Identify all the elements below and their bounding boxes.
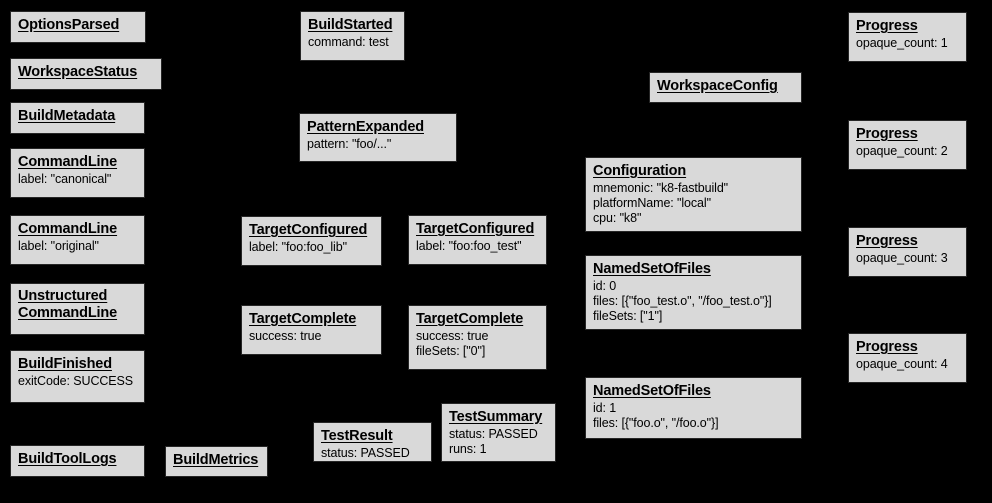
node-fields: opaque_count: 4 bbox=[856, 357, 960, 372]
node-progress-1[interactable]: Progress opaque_count: 1 bbox=[848, 12, 967, 62]
node-target-configured-lib[interactable]: TargetConfigured label: "foo:foo_lib" bbox=[241, 216, 382, 266]
node-configuration[interactable]: Configuration mnemonic: "k8-fastbuild"pla… bbox=[585, 157, 802, 232]
node-field: label: "foo:foo_lib" bbox=[249, 240, 347, 255]
node-field: opaque_count: 1 bbox=[856, 36, 948, 51]
node-unstructured-command-line[interactable]: Unstructured CommandLine bbox=[10, 283, 145, 335]
node-field: opaque_count: 2 bbox=[856, 144, 948, 159]
node-progress-2[interactable]: Progress opaque_count: 2 bbox=[848, 120, 967, 170]
node-title: Progress bbox=[856, 233, 918, 249]
node-build-started[interactable]: BuildStarted command: test bbox=[300, 11, 405, 61]
node-field: files: [{"foo.o", "/foo.o"}] bbox=[593, 415, 719, 430]
node-field: status: PASSED bbox=[449, 427, 538, 442]
node-title: NamedSetOfFiles bbox=[593, 383, 711, 399]
node-fields: pattern: "foo/..." bbox=[307, 137, 450, 152]
node-command-line-canonical[interactable]: CommandLine label: "canonical" bbox=[10, 148, 145, 198]
node-build-metrics[interactable]: BuildMetrics bbox=[165, 446, 268, 477]
node-title: BuildToolLogs bbox=[18, 451, 117, 467]
node-title: Progress bbox=[856, 339, 918, 355]
node-options-parsed[interactable]: OptionsParsed bbox=[10, 11, 146, 43]
node-title: Configuration bbox=[593, 163, 687, 179]
node-field: fileSets: ["0"] bbox=[416, 343, 486, 358]
node-fields: label: "foo:foo_test" bbox=[416, 239, 540, 254]
node-command-line-original[interactable]: CommandLine label: "original" bbox=[10, 215, 145, 265]
node-title: TestResult bbox=[321, 428, 393, 444]
node-field: opaque_count: 3 bbox=[856, 251, 948, 266]
node-field: files: [{"foo_test.o", "/foo_test.o"}] bbox=[593, 293, 772, 308]
node-target-complete-lib[interactable]: TargetComplete success: true bbox=[241, 305, 382, 355]
node-title: OptionsParsed bbox=[18, 17, 120, 33]
node-workspace-status[interactable]: WorkspaceStatus bbox=[10, 58, 162, 90]
node-pattern-expanded[interactable]: PatternExpanded pattern: "foo/..." bbox=[299, 113, 457, 162]
node-field: success: true bbox=[249, 329, 322, 344]
node-title: WorkspaceStatus bbox=[18, 64, 138, 80]
node-fields: success: true bbox=[249, 329, 375, 344]
node-field: id: 1 bbox=[593, 401, 617, 416]
node-title: CommandLine bbox=[18, 221, 118, 237]
node-build-tool-logs[interactable]: BuildToolLogs bbox=[10, 445, 145, 477]
node-title: CommandLine bbox=[18, 154, 118, 170]
node-target-configured-test[interactable]: TargetConfigured label: "foo:foo_test" bbox=[408, 215, 547, 265]
node-title: Progress bbox=[856, 18, 918, 34]
node-title: TestSummary bbox=[449, 409, 543, 425]
node-field: label: "original" bbox=[18, 239, 99, 254]
node-title: Unstructured CommandLine bbox=[18, 288, 118, 322]
node-title: NamedSetOfFiles bbox=[593, 261, 711, 277]
node-title: BuildStarted bbox=[308, 17, 393, 33]
node-fields: mnemonic: "k8-fastbuild"platformName: "l… bbox=[593, 181, 795, 225]
node-fields: label: "canonical" bbox=[18, 172, 138, 187]
node-field: label: "foo:foo_test" bbox=[416, 239, 522, 254]
node-field: fileSets: ["1"] bbox=[593, 308, 663, 323]
node-fields: label: "original" bbox=[18, 239, 138, 254]
node-field: mnemonic: "k8-fastbuild" bbox=[593, 181, 729, 196]
node-test-result[interactable]: TestResult status: PASSED bbox=[313, 422, 432, 462]
node-field: label: "canonical" bbox=[18, 172, 112, 187]
node-progress-4[interactable]: Progress opaque_count: 4 bbox=[848, 333, 967, 383]
node-fields: status: PASSED bbox=[321, 446, 425, 461]
node-field: platformName: "local" bbox=[593, 195, 711, 210]
node-field: id: 0 bbox=[593, 279, 617, 294]
node-fields: label: "foo:foo_lib" bbox=[249, 240, 375, 255]
node-title: TargetConfigured bbox=[249, 222, 368, 238]
node-workspace-config[interactable]: WorkspaceConfig bbox=[649, 72, 802, 103]
node-title: Progress bbox=[856, 126, 918, 142]
node-title: TargetComplete bbox=[249, 311, 357, 327]
node-fields: command: test bbox=[308, 35, 398, 50]
node-field: runs: 1 bbox=[449, 441, 487, 456]
node-field: success: true bbox=[416, 329, 489, 344]
node-title: TargetConfigured bbox=[416, 221, 535, 237]
node-field: command: test bbox=[308, 35, 389, 50]
node-title: BuildMetadata bbox=[18, 108, 116, 124]
node-fields: opaque_count: 3 bbox=[856, 251, 960, 266]
node-field: cpu: "k8" bbox=[593, 210, 642, 225]
node-title: PatternExpanded bbox=[307, 119, 424, 135]
node-build-metadata[interactable]: BuildMetadata bbox=[10, 102, 145, 134]
node-fields: opaque_count: 2 bbox=[856, 144, 960, 159]
node-fields: exitCode: SUCCESS bbox=[18, 374, 138, 389]
node-field: status: PASSED bbox=[321, 446, 410, 461]
node-build-finished[interactable]: BuildFinished exitCode: SUCCESS bbox=[10, 350, 145, 403]
node-field: exitCode: SUCCESS bbox=[18, 374, 134, 389]
node-title: WorkspaceConfig bbox=[657, 78, 778, 94]
node-title: TargetComplete bbox=[416, 311, 524, 327]
node-title: BuildFinished bbox=[18, 356, 112, 372]
node-field: opaque_count: 4 bbox=[856, 357, 948, 372]
node-fields: opaque_count: 1 bbox=[856, 36, 960, 51]
node-title: BuildMetrics bbox=[173, 452, 259, 468]
node-progress-3[interactable]: Progress opaque_count: 3 bbox=[848, 227, 967, 277]
node-field: pattern: "foo/..." bbox=[307, 137, 392, 152]
